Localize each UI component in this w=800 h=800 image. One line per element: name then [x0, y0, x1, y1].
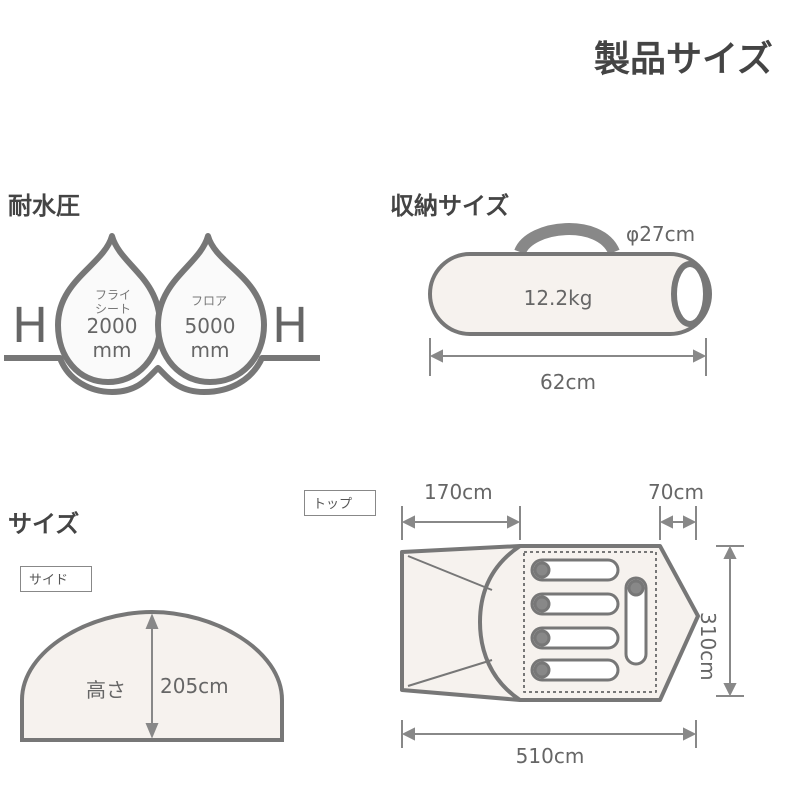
sleeping-bags — [530, 558, 648, 682]
bag-handle — [514, 223, 620, 255]
water-pressure-heading: 耐水圧 — [8, 192, 80, 220]
side-height-label: 高さ — [86, 678, 126, 702]
top-view-tag: トップ — [304, 490, 376, 516]
ground-line — [4, 355, 320, 395]
sleeping-bag-1 — [530, 558, 620, 582]
floor-drop-icon — [155, 233, 267, 385]
side-view-tag: サイド — [20, 566, 92, 592]
sleeping-bag-3 — [530, 626, 620, 650]
fly-drop-icon — [55, 233, 163, 385]
bag-end-cap — [671, 261, 709, 327]
storage-diameter: φ27cm — [626, 222, 696, 246]
top-dim-70: 70cm — [648, 480, 704, 504]
top-dimensions — [401, 506, 744, 748]
storage-bag-illustration — [428, 223, 712, 336]
storage-length-dimension — [429, 338, 707, 376]
h-left-label: H — [12, 298, 49, 354]
sleeping-bag-5 — [624, 576, 648, 666]
top-dim-510: 510cm — [515, 744, 585, 768]
h-right-label: H — [272, 298, 309, 354]
fly-unit: mm — [92, 338, 132, 362]
inner-tent-dotted — [523, 551, 657, 693]
side-height-dimension — [145, 613, 159, 739]
top-dim-170: 170cm — [424, 480, 493, 504]
storage-length: 62cm — [540, 370, 596, 394]
floor-unit: mm — [190, 338, 230, 362]
fly-label-line2: シート — [94, 302, 131, 316]
side-height-value: 205cm — [160, 674, 229, 698]
fly-label-line1: フライ — [94, 288, 131, 302]
sleeping-bag-4 — [530, 658, 620, 682]
storage-heading: 収納サイズ — [390, 192, 510, 220]
fly-value: 2000 — [86, 314, 138, 338]
bag-body — [428, 252, 712, 336]
water-drops-illustration — [4, 233, 320, 395]
storage-weight: 12.2kg — [523, 286, 593, 310]
sleeping-bag-2 — [530, 592, 620, 616]
floor-label: フロア — [190, 294, 227, 308]
top-dim-310: 310cm — [696, 612, 720, 681]
floor-value: 5000 — [184, 314, 236, 338]
page-title: 製品サイズ — [594, 39, 773, 80]
size-heading: サイズ — [8, 510, 80, 538]
